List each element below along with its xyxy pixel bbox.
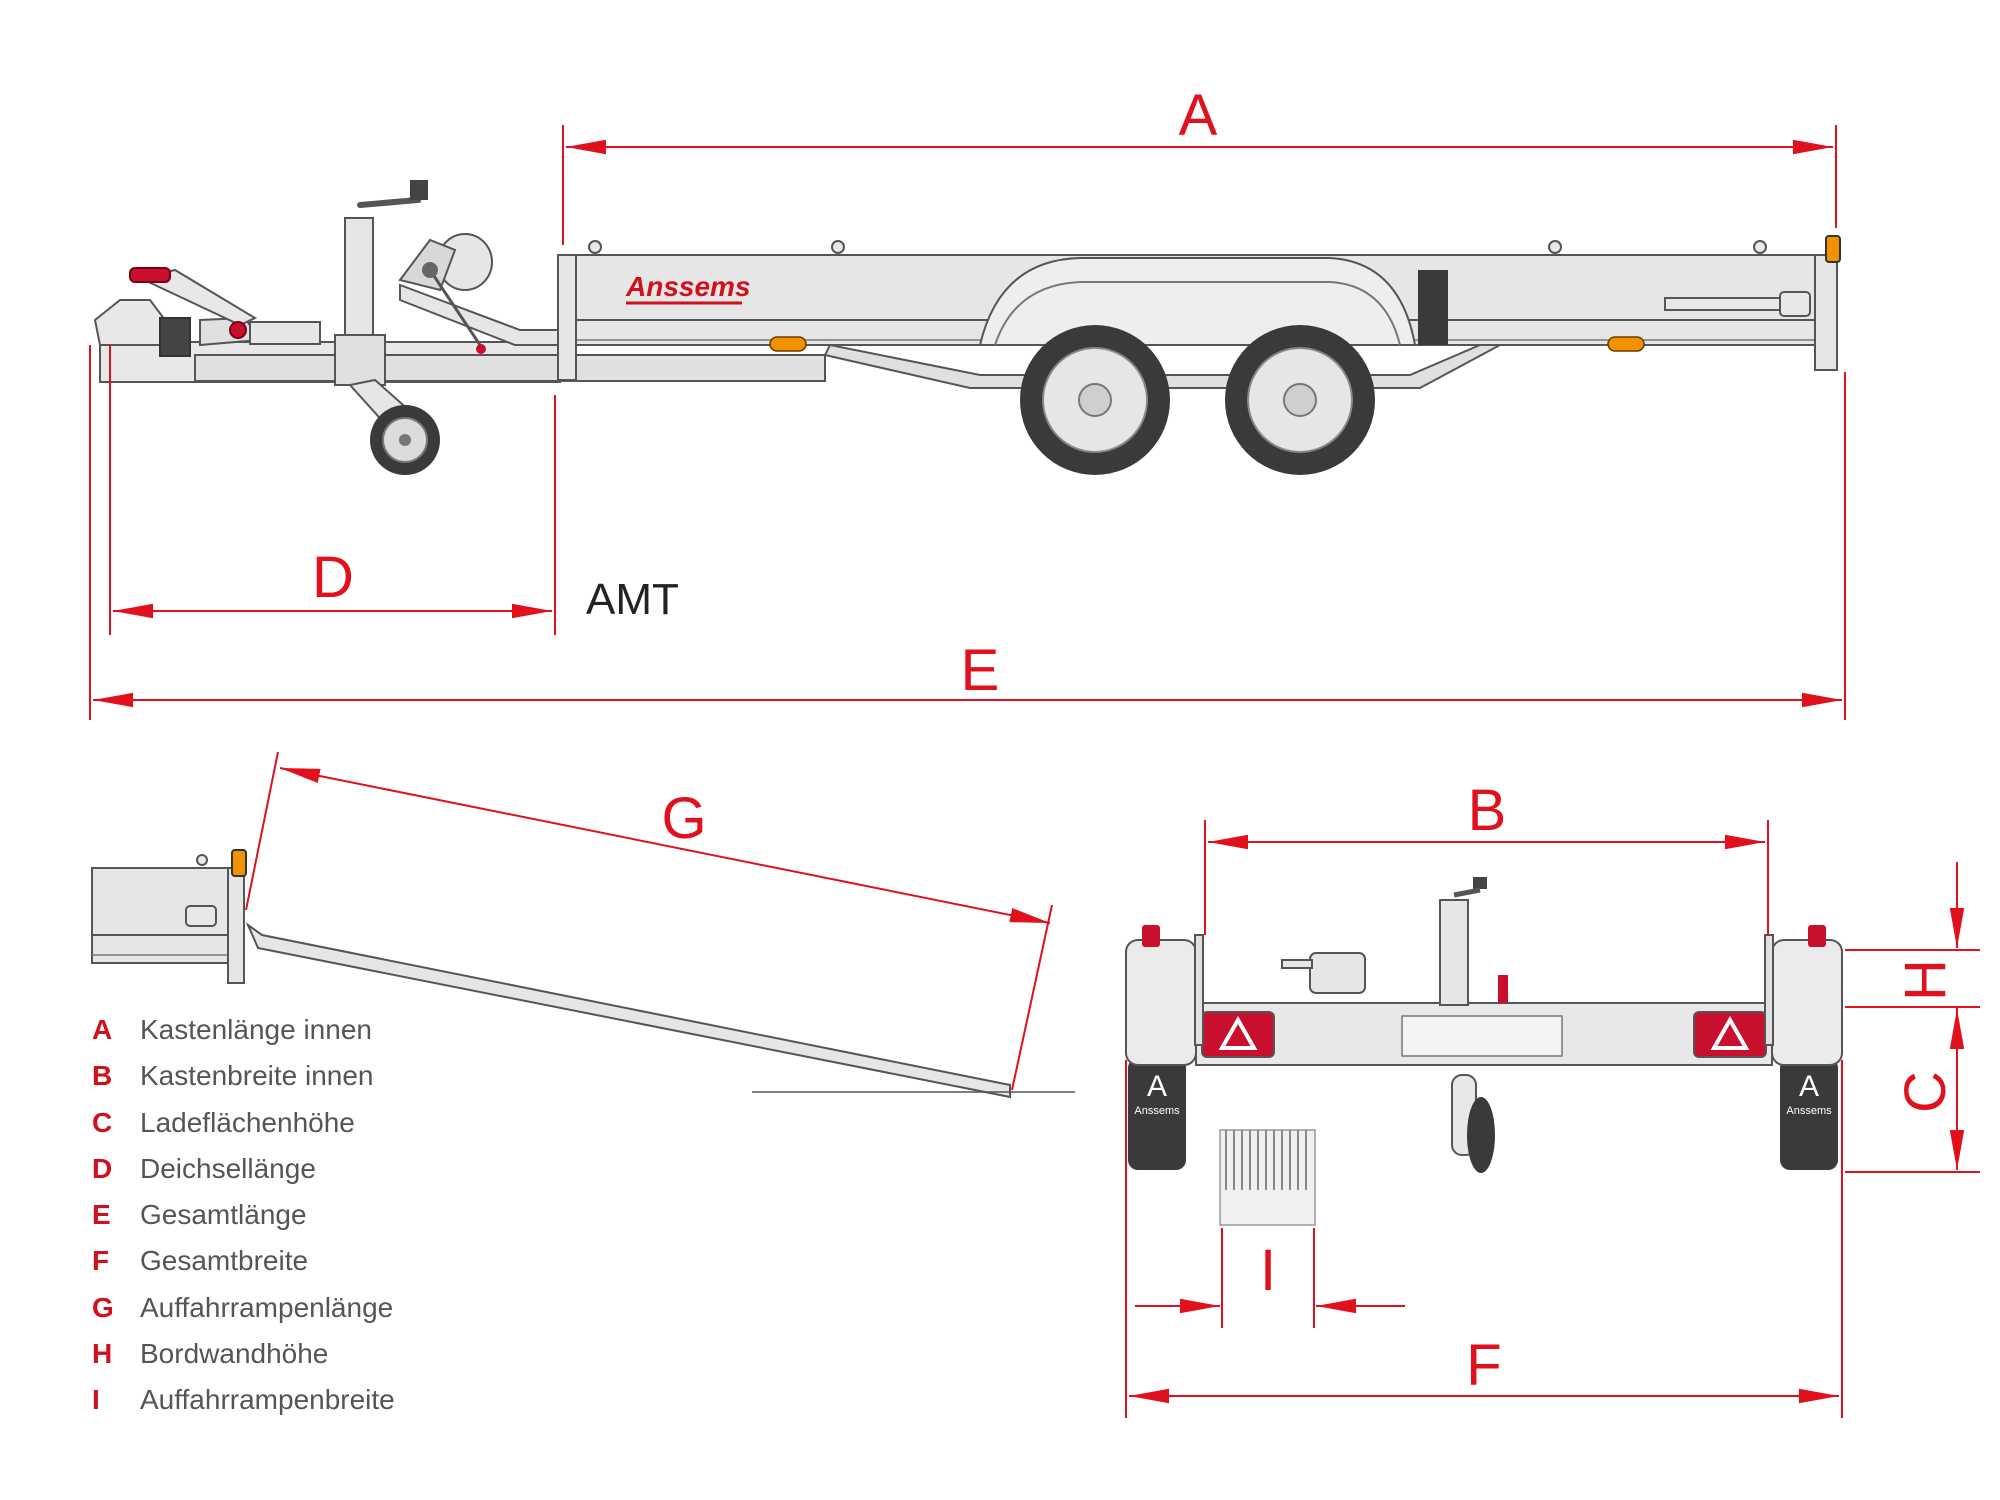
svg-text:Anssems: Anssems [1134,1105,1180,1117]
legend-text: Kastenbreite innen [140,1060,374,1092]
legend-key: C [92,1106,113,1138]
legend-key: B [92,1060,113,1092]
dimension-label-b: B [1468,778,1507,843]
legend-key: E [92,1199,111,1231]
svg-text:A: A [1799,1070,1819,1103]
ramp [245,922,1011,1099]
legend-item: B Kastenbreite innen [92,1060,395,1106]
legend-key: D [92,1152,113,1184]
legend-key: H [92,1338,113,1370]
legend-item: I Auffahrrampenbreite [92,1384,395,1430]
winch [398,233,561,354]
trailer-body: Anssems [557,235,1841,389]
dimension-e: E [89,345,1846,720]
dimension-f: F [1125,1060,1843,1418]
dimension-h: H [1845,862,1980,1009]
legend-text: Auffahrrampenbreite [140,1384,395,1416]
legend-text: Ladeflächenhöhe [140,1106,355,1138]
legend-item: G Auffahrrampenlänge [92,1292,395,1338]
legend-item: C Ladeflächenhöhe [92,1107,395,1153]
mudflap-left: A Anssems [1128,1058,1186,1170]
legend-item: D Deichsellänge [92,1153,395,1199]
dimension-g: G [245,751,1053,1091]
legend-key: F [92,1245,110,1277]
dimension-b: B [1204,778,1769,935]
legend-item: F Gesamtbreite [92,1245,395,1291]
legend-key: G [92,1291,114,1323]
dimension-c: C [1845,1009,1980,1173]
legend-item: E Gesamtlänge [92,1199,395,1245]
legend-text: Kastenlänge innen [140,1014,372,1045]
dimension-label-h: H [1893,959,1958,1001]
legend-text: Bordwandhöhe [140,1338,329,1370]
svg-text:Anssems: Anssems [1786,1105,1832,1117]
dimension-label-i: I [1260,1238,1276,1303]
side-view: Anssems [93,180,1841,475]
rear-view: A Anssems A Anssems [1125,877,1843,1226]
dimension-label-f: F [1466,1333,1501,1398]
legend-text: Deichsellänge [140,1152,316,1184]
legend-text: Gesamtlänge [140,1199,307,1231]
dimension-label-a: A [1179,83,1218,148]
wheel-rear [1225,325,1375,475]
model-label: AMT [586,575,679,624]
legend-text: Auffahrrampenlänge [140,1291,394,1323]
dimension-d: D [109,345,556,635]
dimension-label-g: G [661,786,706,851]
dimension-label-d: D [312,545,354,610]
svg-text:A: A [1147,1070,1167,1103]
legend-key: I [92,1384,100,1416]
legend-text: Gesamtbreite [140,1245,309,1277]
wheel-front [1020,325,1170,475]
brand-logo: Anssems [625,271,751,302]
coupling-head [93,267,321,357]
mudflap-right: A Anssems [1780,1058,1838,1170]
ramp-end-view [1219,1129,1316,1226]
jockey-wheel [334,180,440,475]
legend-item: H Bordwandhöhe [92,1338,395,1384]
legend-key: A [92,1014,113,1045]
dimension-a: A [562,83,1837,245]
dimension-i: I [1135,1228,1405,1328]
legend-item: A Kastenlänge innen [92,1014,395,1060]
dimension-legend: A Kastenlänge innen B Kastenbreite innen… [92,1014,395,1431]
ramp-view [91,849,1075,1099]
dimension-label-e: E [961,638,1000,703]
dimension-label-c: C [1893,1071,1958,1113]
